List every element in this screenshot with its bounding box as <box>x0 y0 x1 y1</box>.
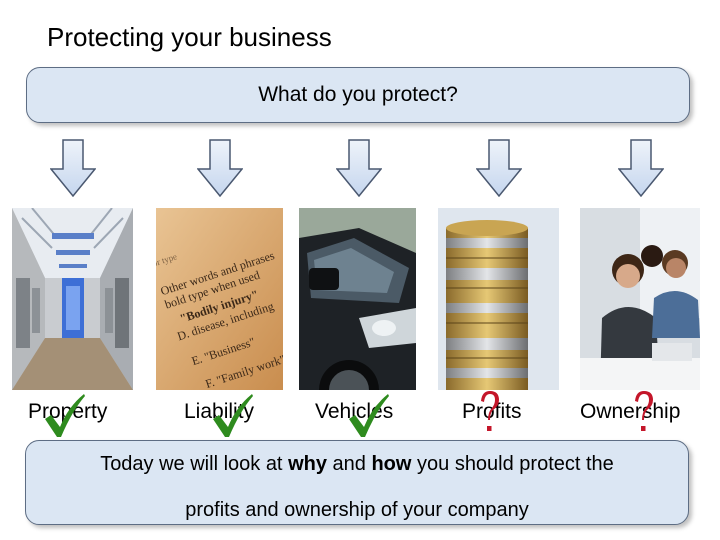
vehicles-photo <box>299 208 416 390</box>
summary-box: Today we will look at why and how you sh… <box>25 440 689 525</box>
down-arrow-icon <box>197 139 243 197</box>
down-arrow-icon <box>50 139 96 197</box>
item-label-ownership: Ownership <box>580 400 681 423</box>
check-icon <box>349 394 389 437</box>
liability-photo: tyle or type Other words and phrases bol… <box>156 208 283 390</box>
question-icon <box>635 391 653 431</box>
down-arrow-icon <box>476 139 522 197</box>
property-photo <box>12 208 133 390</box>
down-arrow-icon <box>618 139 664 197</box>
question-icon <box>481 391 499 431</box>
profits-photo <box>438 208 559 390</box>
question-box: What do you protect? <box>26 67 690 123</box>
summary-emphasis-why: why <box>288 453 327 475</box>
summary-text: and <box>326 453 372 475</box>
ownership-photo <box>580 208 700 390</box>
summary-emphasis-how: how <box>371 453 412 475</box>
check-icon <box>45 394 85 437</box>
down-arrow-icon <box>336 139 382 197</box>
check-icon <box>213 394 253 437</box>
summary-line-2: profits and ownership of your company <box>185 499 529 521</box>
slide-title: Protecting your business <box>47 22 332 52</box>
summary-text: Today we will look at <box>100 453 289 475</box>
summary-line-1: Today we will look at why and how you sh… <box>26 453 688 476</box>
summary-text: you should protect the <box>411 453 614 475</box>
question-text: What do you protect? <box>258 83 458 106</box>
